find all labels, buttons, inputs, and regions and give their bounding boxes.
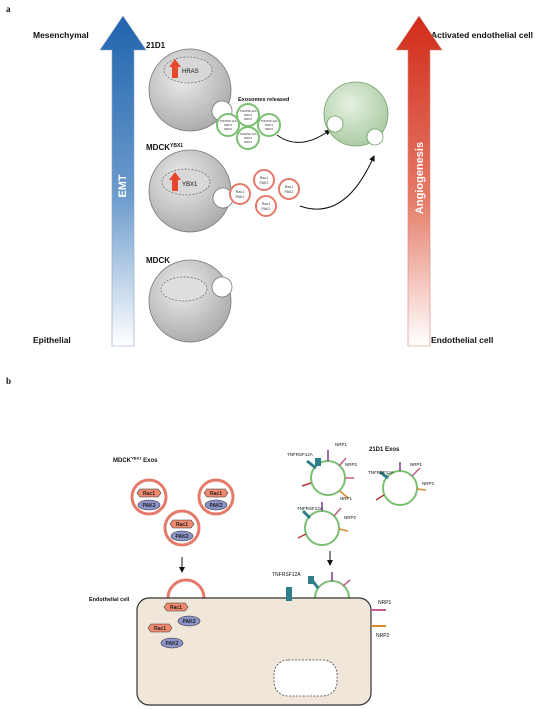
activated-endothelial-label: Activated endothelial cell [431, 30, 534, 40]
curved-arrow [276, 129, 331, 143]
cell-mdck-label: MDCK [146, 256, 170, 265]
exo-text: NRP1 [244, 113, 252, 117]
emt-arrow-label: EMT [117, 174, 129, 198]
red-exosome: Rac1 PAK2 [255, 195, 277, 217]
exo-text: PAK2 [236, 195, 245, 199]
angiogenesis-arrow: Angiogenesis [395, 15, 443, 347]
pak2-label: PAK2 [143, 503, 156, 509]
nrp2-label: NRP2 [344, 515, 357, 520]
fusing-21d1-exosome [314, 580, 350, 599]
endothelial-cell-b: Rac1 PAK2 Rac1 PAK2 [136, 587, 372, 706]
activated-endothelial-cell [323, 81, 389, 147]
pak2-label: PAK2 [210, 503, 223, 509]
exo-text: NRP2 [244, 140, 252, 144]
exo-text: NRP1 [224, 123, 232, 127]
green-exosome: TNFRSF12A NRP1 NRP2 [236, 103, 260, 127]
cell-21d1-label: 21D1 [146, 41, 166, 50]
exo-21d1 [375, 462, 427, 506]
cell-mdck [148, 259, 233, 343]
pak2-label: PAK2 [166, 641, 179, 647]
up-arrow-icon [169, 59, 181, 78]
fusing-mdck-exosome [166, 578, 206, 599]
tnfrsf12a-label: TNFRSF12A [297, 506, 323, 511]
exo-text: NRP1 [244, 136, 252, 140]
pak2-label: PAK2 [176, 534, 189, 540]
ybx1-label: YBX1 [182, 182, 198, 188]
endothelial-cell-label-b: Endothelial cell [89, 597, 130, 603]
rac1-protein [169, 519, 195, 529]
tnfrsf12a-label: TNFRSF12A [287, 452, 313, 457]
exo-text: TNFRSF12A [260, 119, 277, 123]
rac1-protein [163, 602, 189, 612]
rac1-protein [136, 488, 162, 498]
cell-21d1: HRAS [148, 48, 233, 132]
nrp2-label-b: NRP2 [376, 633, 390, 639]
red-exosome: Rac1 PAK2 [253, 169, 275, 191]
pak2-protein [137, 499, 161, 511]
exo-text: PAK2 [262, 207, 271, 211]
nrp1-label: NRP1 [335, 442, 348, 447]
exosomes-released-label: Exosomes released [238, 97, 289, 103]
pak2-protein [177, 615, 201, 627]
tnfrsf12a-receptor [286, 587, 292, 601]
endothelial-cell-label: Endothelial cell [431, 335, 494, 345]
red-exosome: Rac1 PAK2 [229, 183, 251, 205]
rac1-label: Rac1 [210, 491, 222, 497]
mesenchymal-label: Mesenchymal [33, 30, 89, 40]
emt-arrow: EMT [99, 15, 147, 347]
cell-mdck-ybx1: YBX1 [148, 149, 234, 233]
exo-21d1 [301, 450, 354, 499]
mdck-exos-label: MDCKYBX1 Exos [113, 456, 158, 465]
rac1-label: Rac1 [143, 491, 155, 497]
rac1-label: Rac1 [176, 522, 188, 528]
green-exosome: TNFRSF12A NRP1 NRP2 [257, 113, 281, 137]
exo-text: Rac1 [262, 202, 270, 206]
exo-text: Rac1 [236, 190, 244, 194]
pak2-protein [160, 637, 184, 649]
exo-text: Rac1 [260, 176, 268, 180]
exo-21d1 [297, 502, 349, 546]
exo-text: TNFRSF12A [239, 109, 256, 113]
panel-a-label: a [6, 4, 11, 14]
cell-mdck-ybx1-label: MDCKYBX1 [146, 143, 183, 152]
red-exosome: Rac1 PAK2 [278, 178, 300, 200]
exo-text: PAK2 [260, 181, 269, 185]
nrp1-label: NRP1 [410, 462, 423, 467]
rac1-protein [147, 623, 173, 633]
exos-21d1-label: 21D1 Exos [369, 447, 400, 453]
nrp1-label-b: NRP1 [378, 600, 392, 606]
green-exosome: TNFRSF12A NRP1 NRP2 [236, 126, 260, 150]
up-arrow-icon [169, 172, 181, 191]
angiogenesis-arrow-label: Angiogenesis [414, 142, 426, 214]
pak2-label: PAK2 [183, 619, 196, 625]
exo-text: NRP2 [224, 127, 232, 131]
mdck-exosome: Rac1 PAK2 [163, 509, 201, 547]
exo-text: NRP2 [265, 127, 273, 131]
exo-text: Rac1 [285, 185, 293, 189]
nucleus [273, 659, 338, 697]
exo-text: NRP1 [265, 123, 273, 127]
pak2-protein [204, 499, 228, 511]
rac1-label: Rac1 [170, 605, 182, 611]
green-exosome: TNFRSF12A NRP1 NRP2 [216, 113, 240, 137]
tnfrsf12a-label: TNFRSF12A [368, 470, 394, 475]
nrp2-label: NRP2 [345, 462, 358, 467]
rac1-protein [203, 488, 229, 498]
nrp2-label: NRP2 [422, 481, 435, 486]
exo-text: PAK2 [285, 190, 294, 194]
rac1-label: Rac1 [154, 626, 166, 632]
exo-text: TNFRSF12A [239, 132, 256, 136]
hras-label: HRAS [182, 69, 199, 75]
nrp1-label: NRP1 [340, 496, 353, 501]
epithelial-label: Epithelial [33, 335, 71, 345]
panel-b-label: b [6, 376, 12, 386]
exo-text: TNFRSF12A [219, 119, 236, 123]
curved-arrow [299, 155, 375, 210]
mdck-exosome: Rac1 PAK2 [197, 478, 235, 516]
tnfrsf12a-label-b: TNFRSF12A [272, 572, 301, 578]
exo-text: NRP2 [244, 117, 252, 121]
mdck-exosome: Rac1 PAK2 [130, 478, 168, 516]
pak2-protein [170, 530, 194, 542]
